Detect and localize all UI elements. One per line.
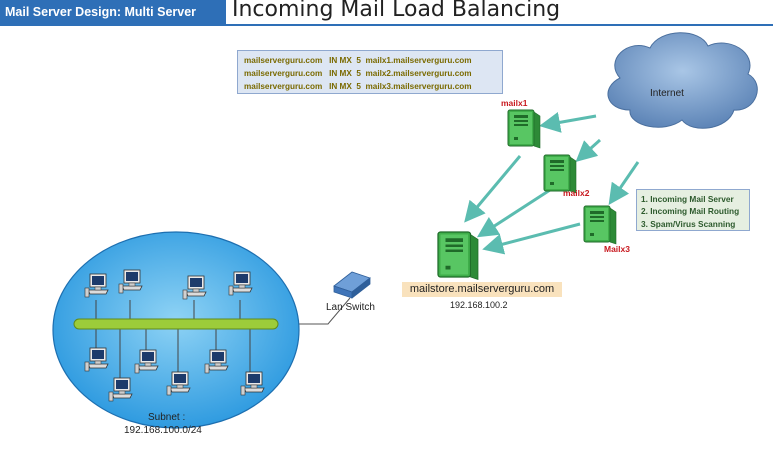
arrow-internet-mailx1 xyxy=(539,112,597,133)
mailx1-server-icon xyxy=(507,109,541,149)
mailstore-ip: 192.168.100.2 xyxy=(450,300,508,310)
mailx3-label: Mailx3 xyxy=(604,244,630,254)
mx-record: mailserverguru.com IN MX 5 mailx2.mailse… xyxy=(244,69,472,78)
role-item: 1. Incoming Mail Server xyxy=(641,194,734,204)
section-tab: Mail Server Design: Multi Server xyxy=(0,0,226,24)
mailx3-server-icon xyxy=(583,205,617,245)
network-bus xyxy=(73,318,279,330)
mailx-roles-box: 1. Incoming Mail Server 2. Incoming Mail… xyxy=(636,189,750,231)
mailx1-label: mailx1 xyxy=(501,98,528,108)
header-divider xyxy=(0,24,773,26)
subnet-area xyxy=(52,231,300,429)
internet-cloud xyxy=(607,32,758,129)
arrow-mailx1-mailstore xyxy=(464,155,522,223)
arrow-mailx3-mailstore xyxy=(482,222,581,255)
traffic-arrows xyxy=(464,112,640,255)
role-item: 2. Incoming Mail Routing xyxy=(641,206,740,217)
mx-record: mailserverguru.com IN MX 5 mailx1.mailse… xyxy=(244,56,472,65)
mx-records-box: mailserverguru.com IN MX 5 mailx1.mailse… xyxy=(237,50,503,94)
lan-switch-icon xyxy=(333,271,371,299)
subnet-label: Subnet : xyxy=(148,412,186,423)
lan-switch-label: Lan Switch xyxy=(326,302,375,313)
mailstore-server-icon xyxy=(437,231,479,281)
arrow-mailx2-mailstore xyxy=(476,188,551,238)
mailstore-hostname: mailstore.mailserverguru.com xyxy=(402,282,562,297)
page-title: Incoming Mail Load Balancing xyxy=(232,0,561,22)
mailx2-label: mailx2 xyxy=(563,188,590,198)
subnet-value: 192.168.100.0/24 xyxy=(124,425,202,436)
arrow-internet-mailx3 xyxy=(608,161,640,205)
role-item: 3. Spam/Virus Scanning xyxy=(641,218,736,229)
internet-label: Internet xyxy=(650,88,684,99)
mx-record: mailserverguru.com IN MX 5 mailx3.mailse… xyxy=(244,82,472,91)
arrow-internet-mailx2 xyxy=(575,138,602,163)
